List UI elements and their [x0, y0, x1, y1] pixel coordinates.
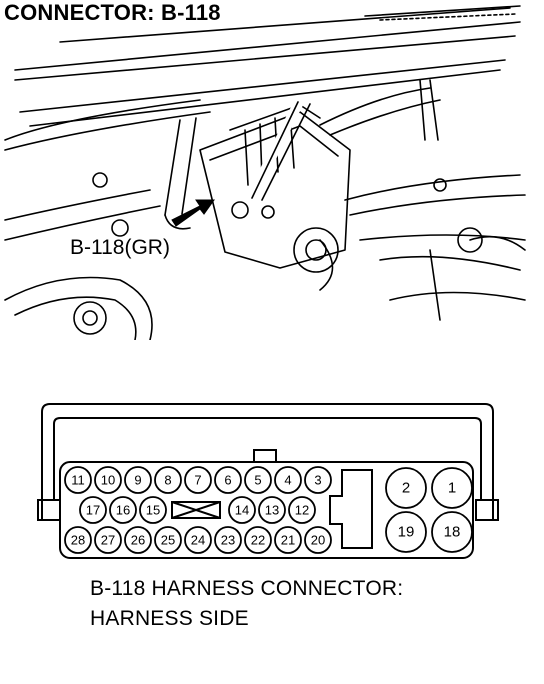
- pin-label: 6: [224, 473, 231, 488]
- pin-label: 24: [191, 533, 205, 548]
- pin-1: 1: [431, 467, 473, 509]
- pin-label: 23: [221, 533, 235, 548]
- pin-5: 5: [244, 466, 272, 494]
- pin-label: 4: [284, 473, 291, 488]
- engine-bay-illustration: [4, 5, 526, 340]
- pin-label: 3: [314, 473, 321, 488]
- connector-arrow: [171, 199, 215, 227]
- connector-callout: B-118(GR): [70, 236, 170, 259]
- pin-16: 16: [109, 496, 137, 524]
- pin-17: 17: [79, 496, 107, 524]
- pin-22: 22: [244, 526, 272, 554]
- pin-25: 25: [154, 526, 182, 554]
- pin-label: 19: [398, 524, 415, 541]
- pin-label: 28: [71, 533, 85, 548]
- pin-23: 23: [214, 526, 242, 554]
- pin-label: 26: [131, 533, 145, 548]
- pin-label: 2: [402, 480, 410, 497]
- pin-12: 12: [288, 496, 316, 524]
- pin-19: 19: [385, 511, 427, 553]
- pin-13: 13: [258, 496, 286, 524]
- pin-label: 8: [164, 473, 171, 488]
- pin-label: 21: [281, 533, 295, 548]
- pin-label: 16: [116, 503, 130, 518]
- pin-label: 11: [71, 473, 85, 488]
- pin-3: 3: [304, 466, 332, 494]
- diagram-title: CONNECTOR: B-118: [4, 0, 221, 25]
- pin-label: 25: [161, 533, 175, 548]
- pin-21: 21: [274, 526, 302, 554]
- pin-label: 7: [194, 473, 201, 488]
- pin-28: 28: [64, 526, 92, 554]
- pin-4: 4: [274, 466, 302, 494]
- pin-label: 12: [295, 503, 309, 518]
- pin-7: 7: [184, 466, 212, 494]
- pin-label: 13: [265, 503, 279, 518]
- pin-label: 20: [311, 533, 325, 548]
- caption-line-1: B-118 HARNESS CONNECTOR:: [90, 577, 404, 600]
- pin-2: 2: [385, 467, 427, 509]
- pin-14: 14: [228, 496, 256, 524]
- pin-10: 10: [94, 466, 122, 494]
- caption-line-2: HARNESS SIDE: [90, 607, 249, 630]
- pin-label: 1: [448, 480, 456, 497]
- pin-8: 8: [154, 466, 182, 494]
- pin-label: 9: [134, 473, 141, 488]
- pin-20: 20: [304, 526, 332, 554]
- pin-6: 6: [214, 466, 242, 494]
- pin-18: 18: [431, 511, 473, 553]
- pin-label: 15: [146, 503, 160, 518]
- pin-15: 15: [139, 496, 167, 524]
- pin-label: 17: [86, 503, 100, 518]
- pin-11: 11: [64, 466, 92, 494]
- pin-24: 24: [184, 526, 212, 554]
- pin-label: 10: [101, 473, 115, 488]
- pin-label: 22: [251, 533, 265, 548]
- pin-26: 26: [124, 526, 152, 554]
- pin-label: 14: [235, 503, 249, 518]
- pin-27: 27: [94, 526, 122, 554]
- pin-label: 18: [444, 524, 461, 541]
- pin-9: 9: [124, 466, 152, 494]
- pin-label: 5: [254, 473, 261, 488]
- pin-label: 27: [101, 533, 115, 548]
